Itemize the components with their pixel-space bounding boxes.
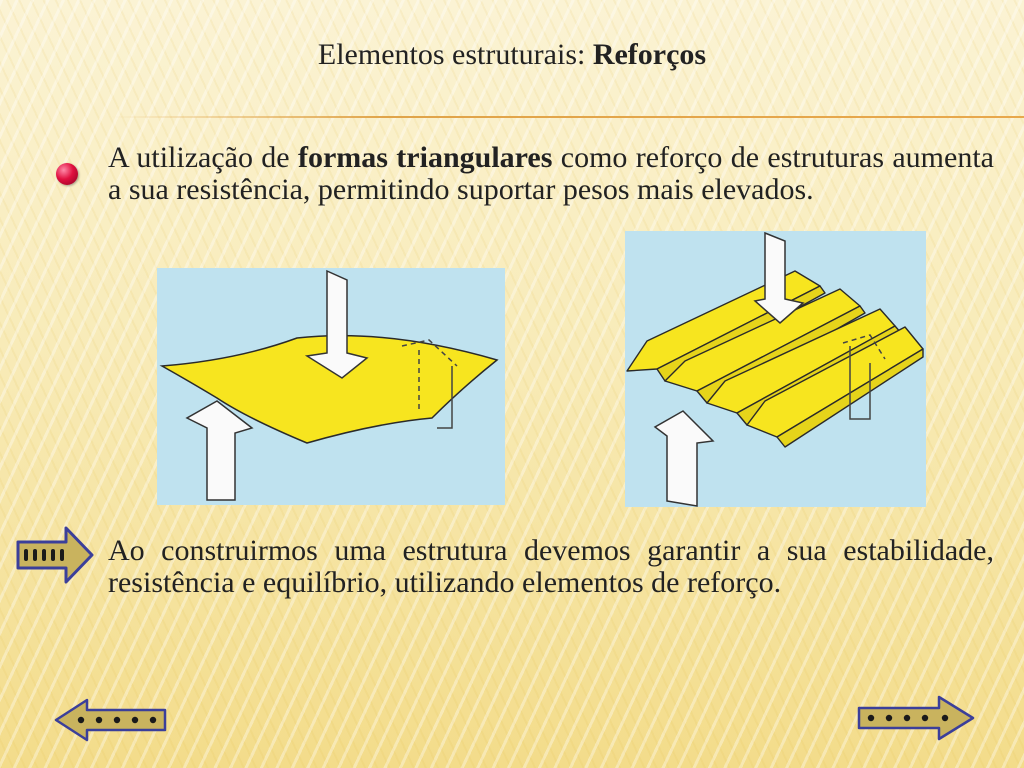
- bullet-dot-icon: [56, 163, 78, 185]
- paragraph1-after: como reforço de estruturas aumenta a sua…: [108, 141, 994, 206]
- title-divider: [110, 116, 1024, 118]
- illustration-pleated-sheet: [625, 231, 926, 507]
- paragraph-triangular-forms: A utilização de formas triangulares como…: [108, 142, 994, 206]
- illustration-flat-sheet: [157, 268, 505, 505]
- paragraph1-before: A utilização de: [108, 141, 298, 174]
- slide-title-bold: Reforços: [592, 38, 707, 71]
- slide-title: Elementos estruturais: Reforços: [0, 38, 1024, 72]
- slide-title-prefix: Elementos estruturais:: [317, 38, 593, 71]
- next-slide-arrow-icon[interactable]: [857, 694, 977, 747]
- paragraph-stability: Ao construirmos uma estrutura devemos ga…: [108, 534, 994, 599]
- paragraph1-bold: formas triangulares: [297, 141, 553, 174]
- right-arrow-icon: [16, 524, 94, 591]
- previous-slide-arrow-icon[interactable]: [53, 697, 167, 748]
